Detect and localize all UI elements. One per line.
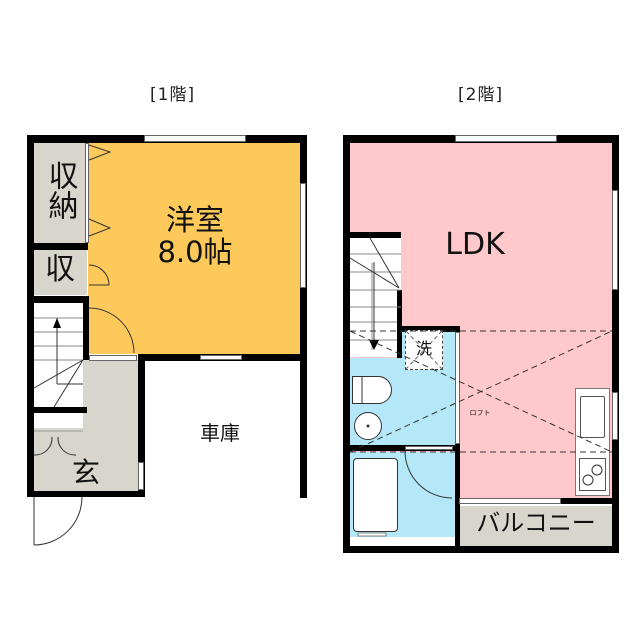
storage-large-text: 収納 — [42, 160, 78, 220]
floor-2-label: [2階] — [458, 85, 504, 105]
western-room-label: 洋室 8.0帖 — [120, 203, 270, 269]
window — [144, 135, 246, 142]
window — [455, 135, 557, 142]
balcony-room — [456, 506, 612, 546]
garage-label: 車庫 — [200, 421, 240, 445]
western-room — [88, 143, 300, 354]
storage-small-room — [33, 250, 87, 295]
laundry-label: 洗 — [415, 339, 432, 358]
floor-1-label: [1階] — [150, 85, 196, 105]
closet-door-track — [85, 143, 89, 243]
door-opening — [89, 355, 137, 361]
door-opening — [405, 446, 453, 450]
window — [612, 190, 618, 290]
storage-small-label: 収 — [45, 252, 75, 287]
staircase-2f — [350, 237, 401, 357]
entrance-room — [33, 455, 138, 492]
toilet — [352, 376, 392, 404]
western-room-size: 8.0帖 — [157, 234, 233, 269]
loft-label: ロフト — [469, 409, 491, 417]
door-opening — [455, 332, 460, 444]
bathtub — [353, 458, 398, 532]
window — [138, 462, 144, 490]
stove — [579, 458, 606, 491]
window — [612, 392, 618, 440]
western-room-name: 洋室 — [165, 203, 224, 237]
kitchen-sink — [580, 396, 605, 438]
entrance-label: 玄 — [71, 456, 100, 489]
ldk-label: LDK — [445, 227, 505, 262]
window — [459, 498, 561, 504]
storage-large-label: 収納 — [33, 160, 87, 227]
window — [200, 355, 242, 360]
window — [300, 183, 306, 288]
storage-large-room — [33, 143, 87, 243]
balcony-label: バルコニー — [476, 509, 596, 537]
